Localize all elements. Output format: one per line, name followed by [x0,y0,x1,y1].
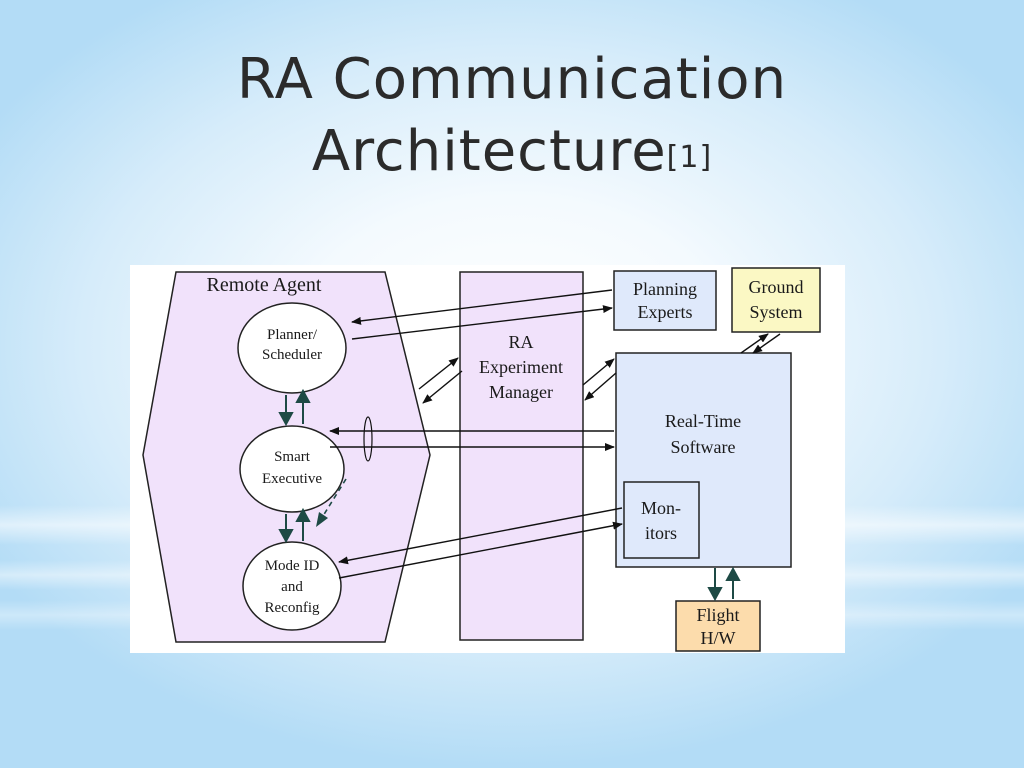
arrow-rt-to-em [584,372,617,401]
real-time-label-2: Software [671,437,736,457]
smart-executive-node [239,425,345,513]
ground-system-label-1: Ground [749,277,804,297]
arrow-monitors-to-modeid [338,507,623,565]
arrow-planner-to-experts [351,305,613,340]
executive-label-1: Smart [274,449,311,465]
bundle-oval [363,416,373,462]
planning-experts-label-1: Planning [633,279,697,299]
monitors-box [623,481,700,559]
mode-id-label-2: and [281,579,303,595]
title-line-1: RA Communication [236,47,788,112]
flight-hw-box [675,600,761,652]
mode-id-node [242,541,342,631]
diagram-svg: Remote Agent Planner/ Scheduler Smart Ex… [142,267,821,652]
monitors-label-1: Mon- [641,498,681,518]
arrow-planner-executive-pair [278,388,311,427]
title-line-2-text: Architecture [311,119,667,184]
arrow-em-to-ra-lower [422,370,463,404]
experiment-manager-label-3: Manager [489,382,553,402]
experiment-manager-label-2: Experiment [479,357,563,377]
architecture-diagram: Remote Agent Planner/ Scheduler Smart Ex… [130,265,845,653]
arrow-executive-modeid-pair [278,507,311,544]
planner-label-1: Planner/ [267,327,318,343]
planning-experts-box [613,270,717,331]
title-line-2: Architecture[1] [0,116,1024,188]
mode-id-label-3: Reconfig [265,600,320,616]
arrow-rt-flight-pair [707,566,741,602]
planner-scheduler-node [237,302,347,394]
remote-agent-label: Remote Agent [207,274,322,296]
flight-hw-label-2: H/W [701,628,736,648]
experiment-manager-label-1: RA [508,332,533,352]
executive-label-2: Executive [262,471,322,487]
planning-experts-label-2: Experts [638,302,693,322]
arrow-em-to-rt [582,358,615,386]
arrow-modeid-to-monitors [338,521,623,579]
mode-id-label-1: Mode ID [265,558,320,574]
ground-system-box [731,267,821,333]
experiment-manager-box [459,271,584,641]
real-time-label-1: Real-Time [665,411,741,431]
arrow-ra-to-em-upper [418,357,459,390]
slide-title: RA Communication Architecture[1] [0,44,1024,188]
dashed-arrow-executive-to-modeid [316,478,347,527]
arrow-experts-to-planner [351,289,613,325]
planner-label-2: Scheduler [262,347,322,363]
title-citation: [1] [666,140,713,175]
flight-hw-label-1: Flight [696,605,739,625]
arrow-ground-to-rt [752,333,781,354]
ground-system-label-2: System [749,302,802,322]
arrow-rt-to-ground [740,333,769,354]
monitors-label-2: itors [645,523,677,543]
